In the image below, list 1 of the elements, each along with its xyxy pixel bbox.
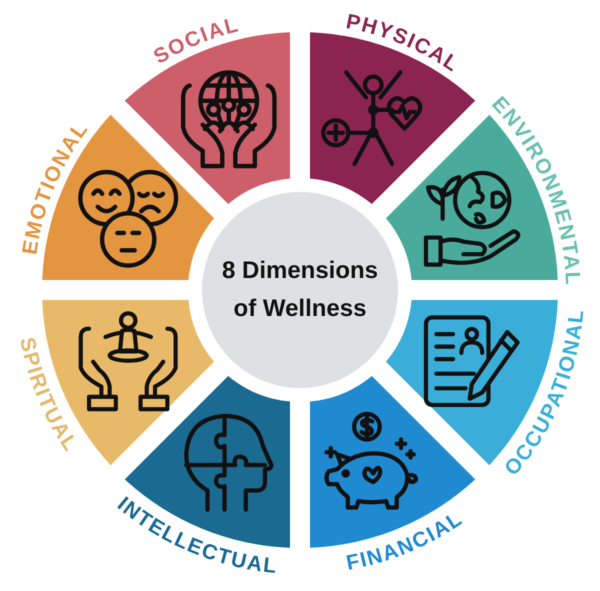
center-title: 8 Dimensions of Wellness — [222, 256, 378, 322]
